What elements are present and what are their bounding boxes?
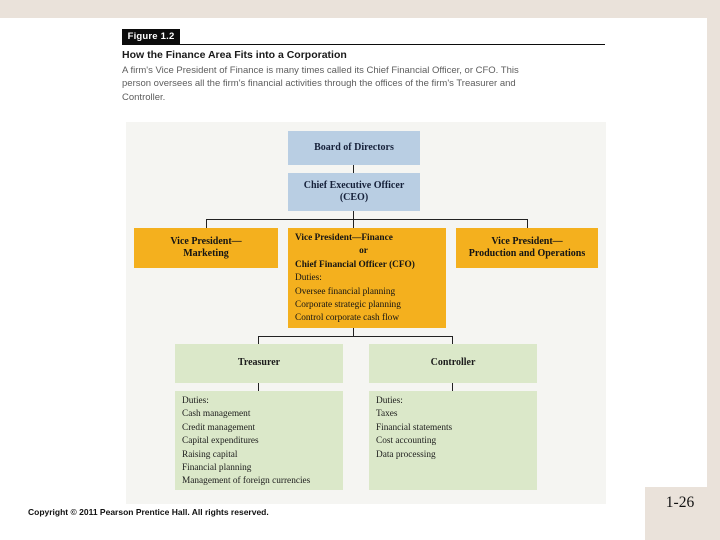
controller-duty: Data processing — [376, 449, 436, 460]
connector-vp-horizontal — [206, 219, 528, 220]
page-number-box: 1-26 — [645, 487, 720, 540]
vp-finance-duty: Corporate strategic planning — [295, 300, 401, 311]
connector-board-ceo — [353, 165, 354, 173]
ceo-title-line1: Chief Executive Officer — [303, 179, 405, 191]
treasurer-duty: Raising capital — [182, 449, 238, 460]
controller-duty: Financial statements — [376, 422, 453, 433]
connector-cfo-down — [353, 328, 354, 336]
connector-stub-treasurer — [258, 336, 259, 344]
figure-rule-line — [122, 43, 605, 45]
org-box-controller: Controller — [369, 344, 537, 383]
vp-finance-title1: Vice President—Finance — [295, 233, 393, 243]
treasurer-duty: Financial planning — [182, 463, 252, 474]
copyright-text: Copyright © 2011 Pearson Prentice Hall. … — [28, 507, 269, 517]
description-line: Controller. — [122, 91, 166, 103]
treasurer-duty: Capital expenditures — [182, 436, 259, 447]
description-line: person oversees all the firm's financial… — [122, 78, 516, 90]
slide-title: How the Finance Area Fits into a Corpora… — [122, 49, 347, 61]
page-number: 1-26 — [665, 494, 695, 511]
connector-ceo-down — [353, 211, 354, 219]
org-box-board-of-directors: Board of Directors — [288, 131, 420, 165]
connector-controller-duties — [452, 383, 453, 391]
slide-border-right — [707, 0, 720, 540]
org-box-vp-marketing: Vice President— Marketing — [134, 228, 278, 268]
org-box-vp-finance-cfo: Vice President—Finance or Chief Financia… — [288, 228, 446, 328]
vp-finance-title3: Chief Financial Officer (CFO) — [295, 259, 415, 270]
vp-finance-duty: Control corporate cash flow — [295, 313, 400, 324]
treasurer-duty: Credit management — [182, 422, 256, 433]
connector-stub-production — [527, 219, 528, 228]
ceo-title-line2: (CEO) — [339, 192, 369, 203]
treasurer-title: Treasurer — [237, 357, 281, 369]
treasurer-duty: Cash management — [182, 409, 251, 420]
org-box-ceo: Chief Executive Officer (CEO) — [288, 173, 420, 211]
vp-production-line2: Production and Operations — [468, 248, 586, 259]
vp-finance-title2: or — [359, 246, 368, 257]
org-box-treasurer: Treasurer — [175, 344, 343, 383]
org-box-treasurer-duties: Duties: Cash management Credit managemen… — [175, 391, 343, 490]
treasurer-duty: Management of foreign currencies — [182, 476, 311, 487]
controller-title: Controller — [430, 357, 476, 369]
org-chart-panel: Board of Directors Chief Executive Offic… — [126, 122, 606, 504]
controller-duty: Taxes — [376, 409, 398, 420]
figure-label: Figure 1.2 — [122, 29, 180, 44]
connector-stub-marketing — [206, 219, 207, 228]
org-box-controller-duties: Duties: Taxes Financial statements Cost … — [369, 391, 537, 490]
vp-marketing-line1: Vice President— — [170, 235, 242, 247]
vp-finance-duties-label: Duties: — [295, 273, 322, 284]
vp-finance-duty: Oversee financial planning — [295, 286, 396, 297]
connector-stub-controller — [452, 336, 453, 344]
vp-marketing-line2: Marketing — [183, 248, 229, 259]
treasurer-duties-label: Duties: — [182, 396, 209, 406]
controller-duty: Cost accounting — [376, 436, 437, 447]
connector-treasurer-duties — [258, 383, 259, 391]
description-line: A firm's Vice President of Finance is ma… — [122, 65, 519, 76]
controller-duties-label: Duties: — [376, 396, 403, 406]
board-title: Board of Directors — [314, 141, 394, 153]
vp-production-line1: Vice President— — [491, 235, 563, 247]
connector-treasurer-controller-horizontal — [258, 336, 453, 337]
connector-stub-finance — [353, 219, 354, 228]
slide-border-top — [0, 0, 720, 18]
org-box-vp-production: Vice President— Production and Operation… — [456, 228, 598, 268]
figure-description: A firm's Vice President of Finance is ma… — [122, 64, 612, 104]
